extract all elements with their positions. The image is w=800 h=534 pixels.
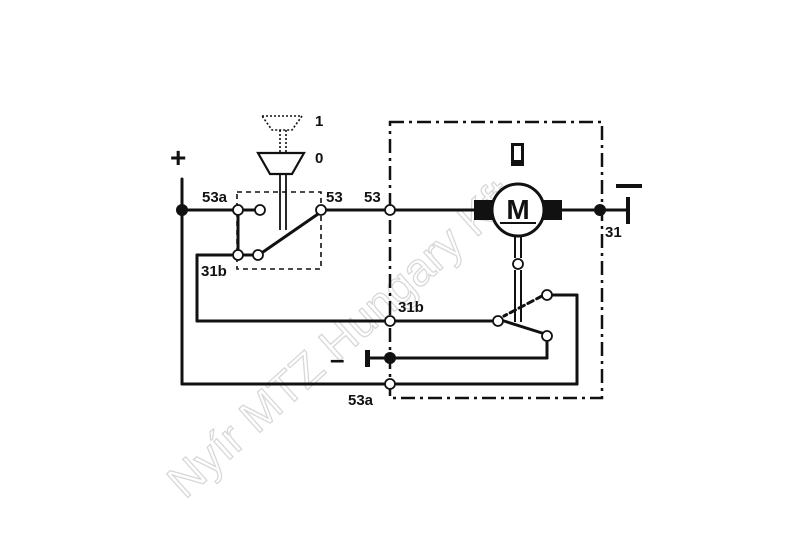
terminal-31b-box-label: 31b — [398, 299, 424, 316]
terminal-53-switch-label: 53 — [326, 189, 343, 206]
switch-knob-position-1 — [260, 115, 304, 152]
terminal-53a-bottom-label: 53a — [348, 392, 374, 409]
position-0-label: 0 — [315, 150, 323, 167]
motor-housing-outline — [388, 120, 604, 400]
terminal-31b-left-label: 31b — [201, 263, 227, 280]
terminal-31-label: 31 — [605, 224, 622, 241]
position-1-label: 1 — [315, 113, 323, 130]
terminal-53a-top-label: 53a — [202, 189, 228, 206]
motor-brush-right — [542, 200, 562, 220]
small-component-icon — [511, 143, 524, 166]
terminals — [232, 204, 553, 390]
junction-node-minus — [384, 352, 396, 364]
switch-knob-position-0 — [256, 151, 306, 230]
switch-housing-outline — [236, 191, 322, 270]
motor-label: M — [506, 194, 529, 225]
motor-cam-linkage — [514, 236, 522, 322]
watermark-text: Nyír MTZ Hungary Kft — [157, 169, 524, 507]
junction-node-plus — [176, 204, 188, 216]
motor-brush-left — [474, 200, 494, 220]
terminal-53-box-label: 53 — [364, 189, 381, 206]
plus-label: + — [170, 142, 186, 173]
junction-node-31 — [594, 204, 606, 216]
minus-plate — [365, 350, 370, 367]
ground-31-symbol — [600, 184, 642, 224]
minus-label: – — [330, 344, 344, 374]
